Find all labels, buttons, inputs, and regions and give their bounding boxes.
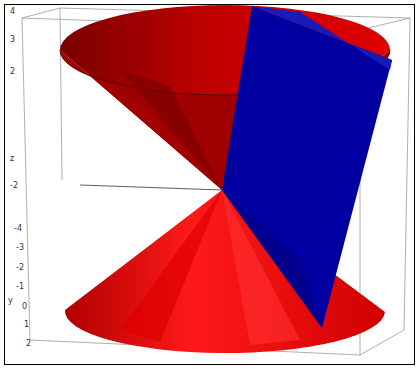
axis-tick: 3 — [10, 36, 15, 44]
axis-tick: 0 — [22, 303, 27, 311]
cutting-plane — [222, 6, 392, 328]
axis-tick: -2 — [10, 182, 18, 190]
axis-tick: -3 — [16, 244, 24, 252]
axis-tick: 2 — [10, 68, 15, 76]
axis-tick: 1 — [24, 321, 29, 329]
axis-tick: -2 — [16, 264, 24, 272]
axis-tick: 4 — [10, 8, 15, 16]
axis-tick: 2 — [26, 340, 31, 348]
axis-tick: z — [10, 155, 14, 163]
axis-tick: -1 — [16, 283, 24, 291]
axis-tick: -4 — [14, 225, 22, 233]
axis-tick: y — [8, 297, 13, 305]
outer-frame — [5, 5, 415, 365]
axis-line — [80, 185, 222, 190]
